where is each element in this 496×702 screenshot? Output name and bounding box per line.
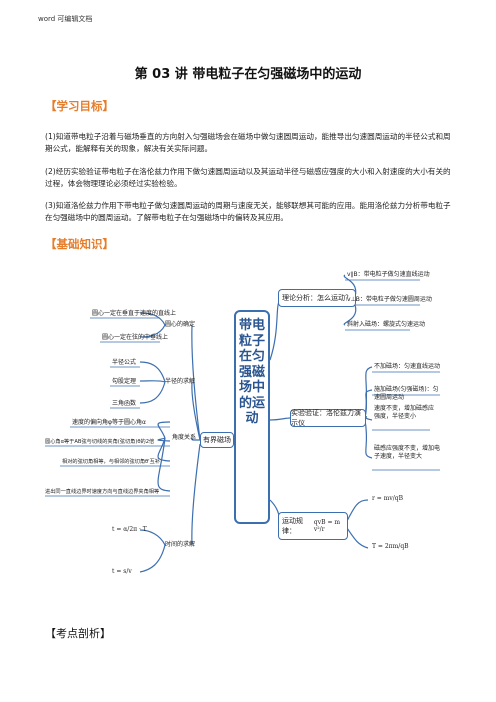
goal-1: (1)知道带电粒子沿着与磁场垂直的方向射入匀强磁场会在磁场中做匀速圆周运动，能推… — [45, 132, 451, 153]
branch-time-label: 时间的求解 — [165, 541, 196, 548]
experiment-item-4: 磁感应强度不变，增加电子速度，半径变大 — [374, 445, 441, 460]
theory-item-2: v⊥B：带电粒子做匀速圆周运动 — [347, 296, 432, 303]
center-item-2: 圆心一定在弦的中垂线上 — [102, 334, 169, 341]
center-item-1: 圆心一定在垂直于速度的直线上 — [92, 310, 177, 317]
radius-item-3: 三角函数 — [112, 400, 137, 407]
theory-item-3: 斜射入磁场：螺旋式匀速运动 — [347, 321, 426, 328]
law-period-formula: T = 2πm/qB — [372, 543, 409, 550]
branch-center-label: 圆心的确定 — [165, 321, 196, 328]
mindmap-bounded-field-node: 有界磁场 — [200, 432, 234, 448]
experiment-item-3: 速度不变，增加磁感应强度，半径变小 — [374, 405, 435, 420]
law-formula: qvB = m v²/r — [313, 519, 341, 533]
branch-angle-label: 角度关系 — [172, 434, 197, 441]
angle-item-2: 圆心角α等于AB弦与切线的夹角(弦切角)θ的2倍 — [45, 439, 155, 445]
document-header: word 可编辑文档 — [38, 15, 93, 23]
mindmap-center-topic: 带电粒子在匀强磁场中的运动 — [234, 310, 270, 524]
section-goals-heading: 【学习目标】 — [45, 99, 114, 113]
law-label: 运动规律： — [282, 517, 303, 535]
radius-item-1: 半径公式 — [112, 359, 137, 366]
mindmap-experiment-node: 实验验证：洛伦兹力演示仪 — [290, 409, 366, 427]
radius-item-2: 勾股定理 — [112, 378, 137, 385]
section-basics-heading: 【基础知识】 — [45, 237, 114, 251]
branch-radius-label: 半径的求解 — [165, 378, 196, 385]
time-formula-1: t = α/2π · T — [112, 526, 147, 533]
angle-item-4: 进出同一直线边界时速度方向与直线边界夹角相等 — [45, 489, 160, 495]
experiment-item-1: 不加磁场：匀速直线运动 — [374, 363, 441, 370]
angle-item-1: 速度的偏向角φ等于圆心角α — [72, 419, 146, 426]
experiment-item-2: 施加磁场(匀强磁场)：匀速圆周运动 — [374, 386, 439, 401]
page-title: 第 03 讲 带电粒子在匀强磁场中的运动 — [134, 67, 362, 82]
goal-3: (3)知道洛伦兹力作用下带电粒子做匀速圆周运动的周期与速度无关，能够联想其可能的… — [45, 201, 451, 222]
section-analysis-heading: 【考点剖析】 — [45, 627, 111, 640]
angle-item-3: 相对的弦切角相等，与相邻的弦切角θ'互补 — [62, 459, 160, 465]
theory-item-1: v∥B：带电粒子做匀速直线运动 — [347, 271, 430, 278]
mindmap-theory-node: 理论分析：怎么运动？ — [278, 289, 356, 307]
time-formula-2: t = s/v — [112, 568, 132, 575]
goal-2: (2)经历实验验证带电粒子在洛伦兹力作用下做匀速圆周运动以及其运动半径与磁感应强… — [45, 167, 451, 188]
law-radius-formula: r = mv/qB — [372, 495, 404, 502]
mindmap-law-node: 运动规律： qvB = m v²/r — [278, 512, 348, 540]
